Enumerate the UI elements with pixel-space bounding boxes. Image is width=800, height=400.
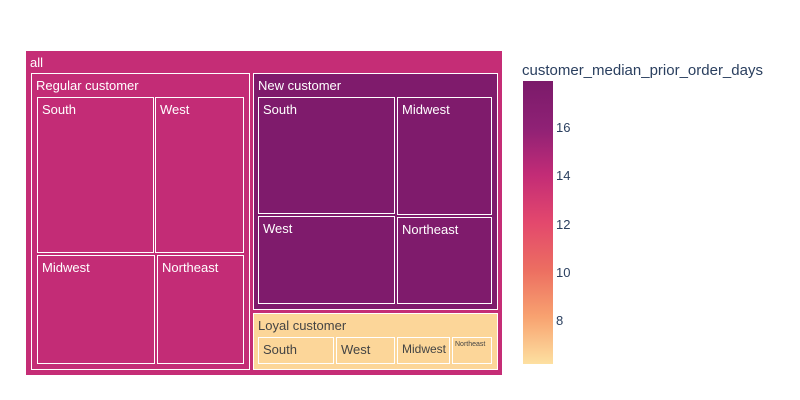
treemap-tile-regular-customer-west-label: West xyxy=(160,102,190,117)
treemap-tile-new-customer-midwest-label: Midwest xyxy=(402,102,450,117)
treemap-tile-new-customer-northeast[interactable]: Northeast xyxy=(397,217,492,304)
colorbar-tick-label: 14 xyxy=(556,168,571,184)
treemap-tile-regular-customer-northeast[interactable]: Northeast xyxy=(157,255,244,364)
treemap-tile-loyal-customer-midwest-label: Midwest xyxy=(402,342,447,356)
colorbar-tick-label: 8 xyxy=(556,313,564,329)
treemap-tile-loyal-customer-northeast[interactable]: Northeast xyxy=(452,337,492,364)
treemap-tile-new-customer-west-label: West xyxy=(263,221,293,236)
colorbar-title: customer_median_prior_order_days xyxy=(522,62,763,79)
colorbar-tick-label: 12 xyxy=(556,216,571,232)
treemap-tile-new-customer-midwest[interactable]: Midwest xyxy=(397,97,492,215)
treemap-tile-regular-customer-west[interactable]: West xyxy=(155,97,244,253)
treemap-tile-regular-customer-midwest-label: Midwest xyxy=(42,260,90,275)
treemap-tile-loyal-customer-south[interactable]: South xyxy=(258,337,334,364)
treemap-root-label: all xyxy=(30,55,44,70)
treemap-group-new-customer-label: New customer xyxy=(258,78,342,93)
treemap-tile-loyal-customer-west-label: West xyxy=(341,342,371,357)
treemap-tile-regular-customer-south-label: South xyxy=(42,102,76,117)
treemap-tile-new-customer-west[interactable]: West xyxy=(258,216,395,304)
treemap-tile-loyal-customer-northeast-label: Northeast xyxy=(455,341,486,348)
colorbar-tick-label: 16 xyxy=(556,119,571,135)
treemap-group-regular-customer-label: Regular customer xyxy=(36,78,139,93)
treemap-tile-regular-customer-midwest[interactable]: Midwest xyxy=(37,255,155,364)
treemap-tile-loyal-customer-south-label: South xyxy=(263,342,297,357)
treemap-tile-regular-customer-south[interactable]: South xyxy=(37,97,154,253)
treemap-tile-loyal-customer-west[interactable]: West xyxy=(336,337,395,364)
treemap-tile-regular-customer-northeast-label: Northeast xyxy=(162,260,219,275)
treemap-tile-new-customer-south-label: South xyxy=(263,102,297,117)
colorbar xyxy=(523,81,553,364)
treemap-tile-new-customer-south[interactable]: South xyxy=(258,97,395,214)
treemap-tile-loyal-customer-midwest[interactable]: Midwest xyxy=(397,337,450,364)
colorbar-tick-label: 10 xyxy=(556,265,571,281)
treemap-tile-new-customer-northeast-label: Northeast xyxy=(402,222,459,237)
treemap-group-loyal-customer-label: Loyal customer xyxy=(258,318,347,333)
